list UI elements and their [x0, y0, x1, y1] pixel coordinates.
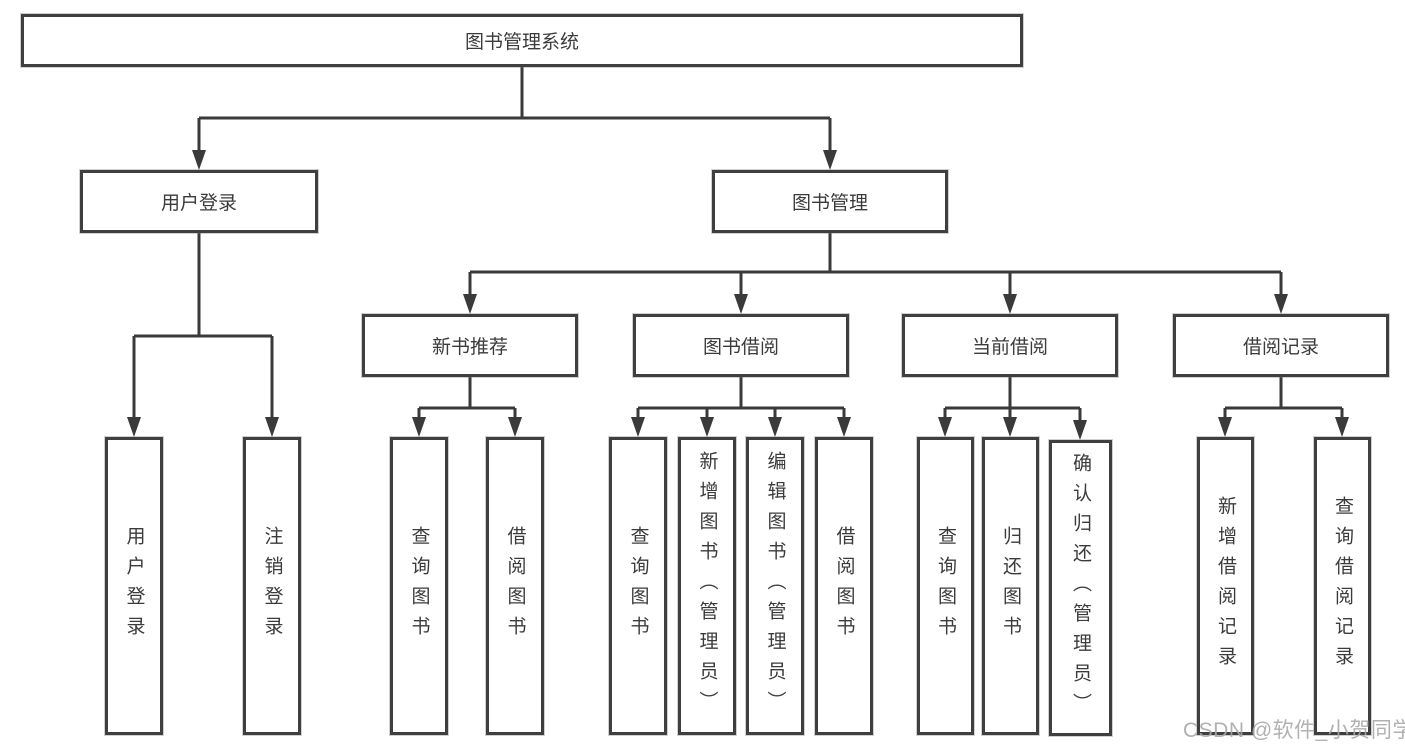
leaf-query-borrow-record: 查询借阅记录	[1314, 437, 1371, 735]
leaf-borrow-books-2: 借阅图书	[815, 437, 873, 735]
node-label: 图书管理系统	[464, 32, 579, 53]
node-label: 当前借阅	[971, 337, 1048, 358]
leaf-query-books-1: 查询图书	[390, 437, 448, 735]
node-book-borrow: 图书借阅	[633, 314, 849, 377]
node-label: 图书管理	[791, 193, 868, 214]
node-new-book-recommend: 新书推荐	[362, 314, 578, 377]
node-label: 新增借阅记录	[1215, 496, 1236, 676]
leaf-logout: 注销登录	[243, 437, 301, 735]
leaf-confirm-return-admin: 确认归还（管理员）	[1049, 440, 1112, 736]
node-library-management-system: 图书管理系统	[21, 14, 1023, 67]
node-label: 图书借阅	[702, 337, 779, 358]
node-label: 注销登录	[261, 526, 283, 646]
node-label: 新书推荐	[431, 337, 508, 358]
node-label: 查询图书	[935, 526, 956, 646]
leaf-add-borrow-record: 新增借阅记录	[1197, 437, 1254, 735]
node-label: 查询图书	[408, 526, 430, 646]
node-label: 借阅图书	[833, 526, 855, 646]
leaf-edit-books-admin: 编辑图书（管理员）	[746, 437, 804, 735]
leaf-return-books: 归还图书	[982, 437, 1039, 735]
node-label: 用户登录	[123, 526, 145, 646]
node-label: 确认归还（管理员）	[1070, 453, 1091, 723]
node-book-management: 图书管理	[712, 170, 948, 233]
node-label: 编辑图书（管理员）	[764, 451, 786, 721]
node-borrow-records: 借阅记录	[1173, 314, 1389, 377]
leaf-borrow-books-1: 借阅图书	[486, 437, 544, 735]
node-label: 用户登录	[160, 193, 237, 214]
csdn-watermark: CSDN @软件_小贺同学	[1183, 719, 1405, 742]
leaf-query-books-2: 查询图书	[609, 437, 667, 735]
leaf-query-books-3: 查询图书	[917, 437, 974, 735]
node-label: 归还图书	[1000, 526, 1021, 646]
node-label: 查询借阅记录	[1332, 496, 1353, 676]
node-user-login: 用户登录	[80, 170, 318, 233]
leaf-add-books-admin: 新增图书（管理员）	[678, 437, 736, 735]
node-label: 查询图书	[627, 526, 649, 646]
leaf-user-login: 用户登录	[105, 437, 163, 735]
node-label: 借阅记录	[1242, 337, 1319, 358]
node-label: 新增图书（管理员）	[696, 451, 718, 721]
node-label: 借阅图书	[504, 526, 526, 646]
node-current-borrow: 当前借阅	[902, 314, 1118, 377]
